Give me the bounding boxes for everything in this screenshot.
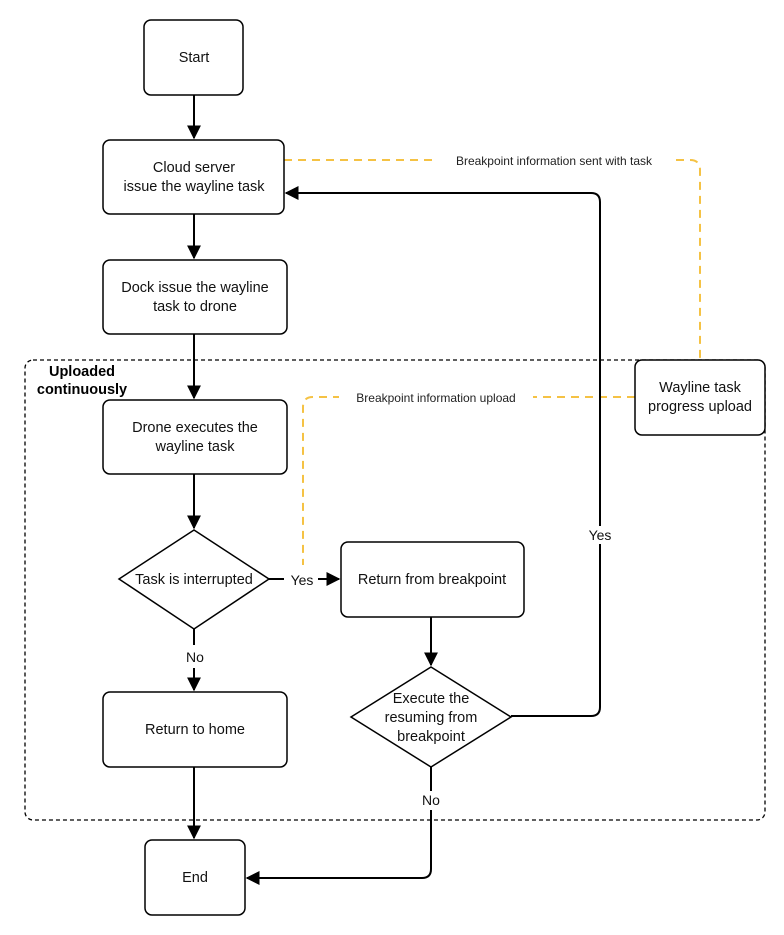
drone-label-line1: Drone executes the	[132, 420, 258, 436]
execute-label-line2: resuming from	[385, 710, 478, 726]
start-node: Start	[143, 19, 244, 96]
no-label-interrupted: No	[186, 649, 204, 665]
breakpoint-upload-connector	[302, 396, 635, 565]
execute-label-line3: breakpoint	[397, 729, 465, 745]
group-title-line2: continuously	[37, 382, 127, 398]
edge-execute-yes-to-cloud	[284, 186, 601, 717]
breakpoint-sent-connector	[284, 159, 701, 360]
breakpoint-sent-label-bg	[436, 152, 672, 169]
task-interrupted-decision: Task is interrupted	[117, 529, 271, 630]
end-label: End	[182, 870, 208, 886]
dock-label-line2: task to drone	[153, 299, 237, 315]
return-to-home-node: Return to home	[102, 691, 288, 768]
progress-label-line2: progress upload	[648, 399, 752, 415]
breakpoint-upload-label: Breakpoint information upload	[356, 391, 515, 405]
edge-execute-no-to-end	[245, 810, 432, 885]
return-breakpoint-label: Return from breakpoint	[358, 572, 506, 588]
wayline-progress-upload-node: Wayline task progress upload	[634, 359, 766, 436]
return-from-breakpoint-node: Return from breakpoint	[340, 541, 525, 618]
breakpoint-upload-label-bg	[339, 389, 533, 406]
dock-label-line1: Dock issue the wayline	[121, 280, 269, 296]
cloud-label-line2: issue the wayline task	[123, 179, 265, 195]
breakpoint-sent-label: Breakpoint information sent with task	[456, 154, 653, 168]
drone-executes-node: Drone executes the wayline task	[102, 399, 288, 475]
cloud-label-line1: Cloud server	[153, 160, 235, 176]
end-node: End	[144, 839, 246, 916]
yes-label-execute-bg	[584, 526, 616, 544]
execute-label-line1: Execute the	[393, 691, 470, 707]
drone-label-line2: wayline task	[155, 439, 236, 455]
dock-node: Dock issue the wayline task to drone	[102, 259, 288, 335]
yes-label-interrupted: Yes	[291, 572, 314, 588]
group-title-line1: Uploaded	[49, 364, 115, 380]
execute-resuming-decision: Execute the resuming from breakpoint	[349, 666, 513, 768]
uploaded-continuously-group	[24, 359, 766, 821]
progress-label-line1: Wayline task	[659, 380, 741, 396]
return-home-label: Return to home	[145, 722, 245, 738]
yes-label-execute: Yes	[589, 527, 612, 543]
interrupted-label: Task is interrupted	[135, 572, 253, 588]
cloud-server-node: Cloud server issue the wayline task	[102, 139, 285, 215]
no-label-execute: No	[422, 792, 440, 808]
start-label: Start	[179, 50, 210, 66]
